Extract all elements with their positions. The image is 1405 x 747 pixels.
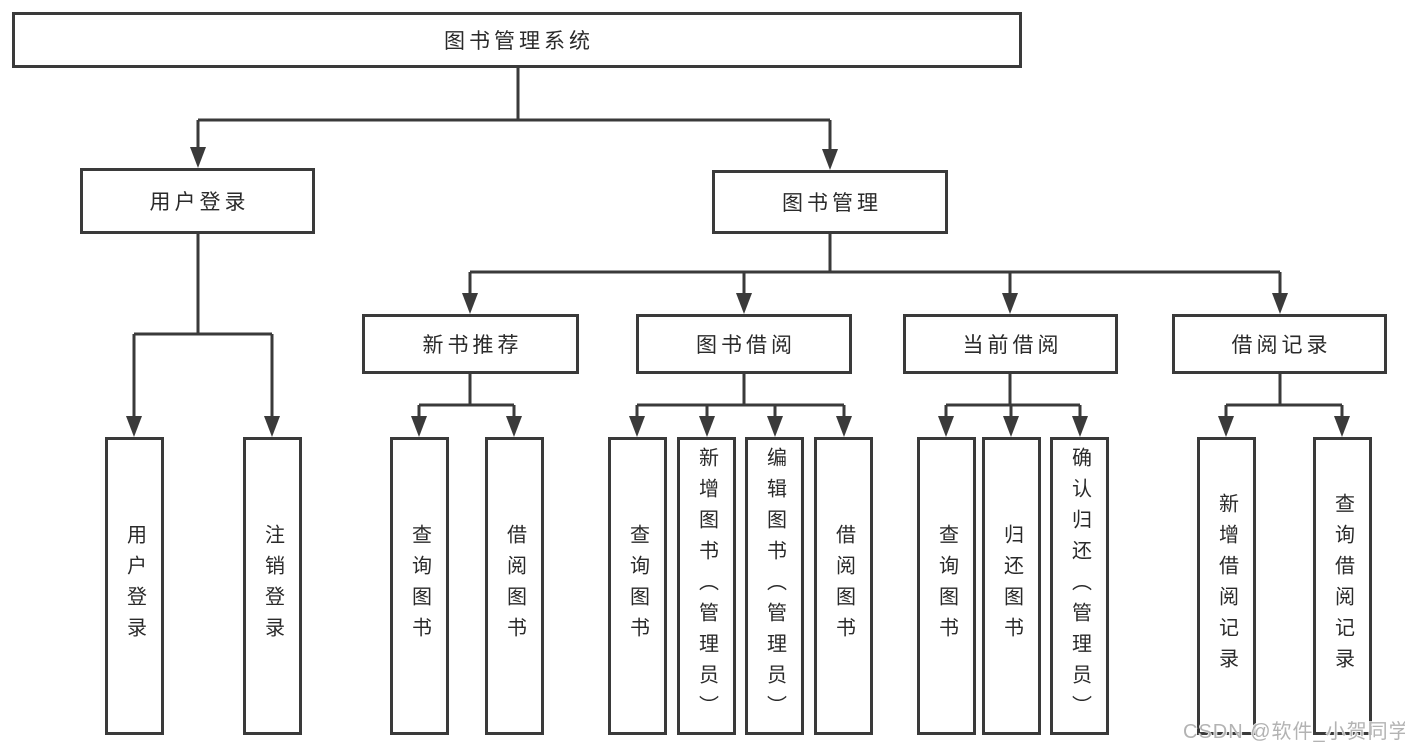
node-book-borrow: 图书借阅 xyxy=(636,314,852,374)
leaf-edit-book-admin-label: 编辑图书（管理员） xyxy=(763,446,786,726)
leaf-logout-label: 注销登录 xyxy=(261,524,284,648)
leaf-current-query-book-label: 查询图书 xyxy=(935,524,958,648)
leaf-borrow-query-book-label: 查询图书 xyxy=(626,524,649,648)
node-current-borrow: 当前借阅 xyxy=(903,314,1118,374)
edge-lines xyxy=(132,68,1344,420)
node-root-label: 图书管理系统 xyxy=(444,30,594,53)
leaf-add-borrow-record-label: 新增借阅记录 xyxy=(1215,493,1238,679)
leaf-current-query-book: 查询图书 xyxy=(917,437,976,735)
node-user-login: 用户登录 xyxy=(80,168,315,234)
node-book-management-label: 图书管理 xyxy=(782,192,882,215)
leaf-recommend-borrow-book-label: 借阅图书 xyxy=(503,524,526,648)
node-root: 图书管理系统 xyxy=(12,12,1022,68)
leaf-query-borrow-record-label: 查询借阅记录 xyxy=(1331,493,1354,679)
node-book-borrow-label: 图书借阅 xyxy=(696,334,796,357)
leaf-borrow-book-label: 借阅图书 xyxy=(832,524,855,648)
node-current-borrow-label: 当前借阅 xyxy=(962,334,1063,357)
leaf-user-login: 用户登录 xyxy=(105,437,164,735)
leaf-recommend-borrow-book: 借阅图书 xyxy=(485,437,544,735)
leaf-confirm-return-admin-label: 确认归还（管理员） xyxy=(1068,446,1091,726)
node-user-login-label: 用户登录 xyxy=(149,191,250,214)
leaf-confirm-return-admin: 确认归还（管理员） xyxy=(1050,437,1109,735)
leaf-user-login-label: 用户登录 xyxy=(123,524,146,648)
leaf-add-book-admin-label: 新增图书（管理员） xyxy=(695,446,718,726)
leaf-add-book-admin: 新增图书（管理员） xyxy=(677,437,736,735)
node-borrow-record-label: 借阅记录 xyxy=(1231,334,1332,357)
node-new-book-recommend-label: 新书推荐 xyxy=(422,334,523,357)
arrowheads xyxy=(126,147,1350,437)
leaf-borrow-book: 借阅图书 xyxy=(814,437,873,735)
leaf-recommend-query-book: 查询图书 xyxy=(390,437,449,735)
leaf-query-borrow-record: 查询借阅记录 xyxy=(1313,437,1372,735)
leaf-return-book: 归还图书 xyxy=(982,437,1041,735)
leaf-edit-book-admin: 编辑图书（管理员） xyxy=(745,437,804,735)
leaf-logout: 注销登录 xyxy=(243,437,302,735)
node-borrow-record: 借阅记录 xyxy=(1172,314,1387,374)
leaf-add-borrow-record: 新增借阅记录 xyxy=(1197,437,1256,735)
leaf-borrow-query-book: 查询图书 xyxy=(608,437,667,735)
leaf-recommend-query-book-label: 查询图书 xyxy=(408,524,431,648)
leaf-return-book-label: 归还图书 xyxy=(1000,524,1023,648)
watermark: CSDN @软件_小贺同学 xyxy=(1183,721,1405,743)
node-new-book-recommend: 新书推荐 xyxy=(362,314,579,374)
node-book-management: 图书管理 xyxy=(712,170,948,234)
